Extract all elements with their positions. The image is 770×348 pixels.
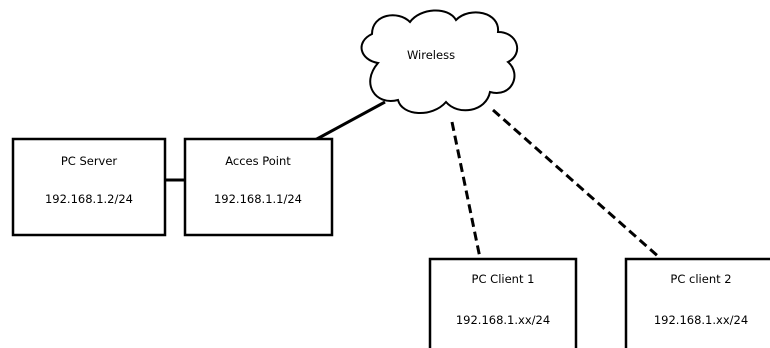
node-ip: 192.168.1.xx/24 (456, 313, 550, 327)
node-box (428, 257, 578, 348)
link-cloud-client1 (450, 121, 482, 259)
node-name: PC client 2 (670, 272, 731, 286)
node-ip: 192.168.1.1/24 (214, 192, 302, 206)
node-box (183, 137, 334, 237)
node-ip: 192.168.1.xx/24 (654, 313, 748, 327)
node-pc-client-1: PC Client 1 192.168.1.xx/24 (428, 257, 578, 348)
wireless-cloud: Wireless (360, 9, 519, 115)
node-name: PC Client 1 (472, 272, 535, 286)
link-cloud-client2 (492, 108, 661, 260)
node-pc-server: PC Server 192.168.1.2/24 (11, 137, 167, 237)
node-ip: 192.168.1.2/24 (45, 192, 133, 206)
link-ap-cloud (314, 100, 386, 142)
cloud-shape (360, 9, 519, 115)
node-access-point: Acces Point 192.168.1.1/24 (183, 137, 334, 237)
node-pc-client-2: PC client 2 192.168.1.xx/24 (624, 257, 770, 348)
cloud-label: Wireless (407, 48, 455, 62)
node-box (11, 137, 167, 237)
node-name: Acces Point (225, 154, 291, 168)
node-name: PC Server (61, 154, 118, 168)
node-box (624, 257, 770, 348)
